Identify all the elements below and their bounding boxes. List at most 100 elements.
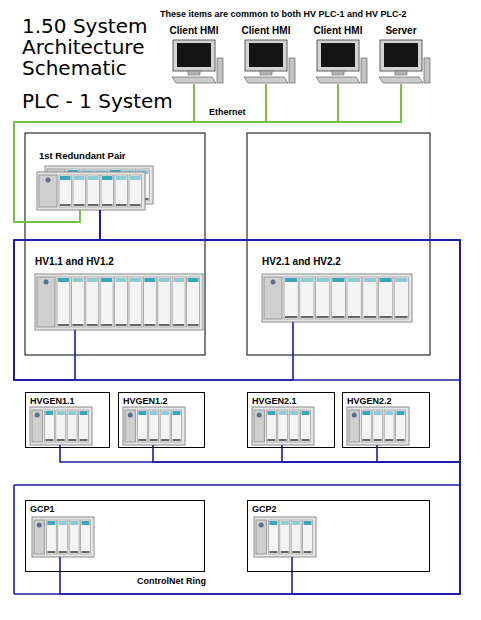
node-label: Client HMI [309, 25, 367, 37]
io-module [149, 410, 159, 442]
monitor-stand [395, 71, 407, 75]
io-module [331, 277, 345, 319]
io-module [129, 175, 142, 207]
io-module [363, 277, 377, 319]
module-indicator [88, 176, 99, 180]
controlnet-drop [59, 557, 61, 572]
chassis-logo [44, 280, 49, 285]
module-indicator [150, 411, 158, 415]
keyboard [172, 77, 216, 83]
module-foot [68, 439, 76, 441]
io-module [160, 410, 170, 442]
module-indicator [385, 411, 393, 415]
ethernet-link [14, 84, 194, 222]
io-rack-box: GCP1 [25, 500, 205, 572]
node-label: HVGEN1.2 [123, 396, 200, 406]
node-label: HVGEN2.2 [347, 396, 425, 406]
chassis-frame [35, 274, 203, 330]
monitor-bezel [245, 40, 287, 71]
module-indicator [395, 278, 407, 282]
node-label: HV2.1 and HV2.2 [262, 256, 413, 268]
chassis-logo [271, 280, 276, 285]
power-supply [264, 277, 282, 319]
module-indicator [87, 278, 98, 282]
module-foot [82, 551, 90, 553]
module-indicator [285, 278, 297, 282]
module-indicator [80, 411, 88, 415]
chassis-logo [128, 413, 133, 418]
chassis-logo [257, 413, 262, 418]
module-foot [101, 324, 112, 326]
module-foot [290, 439, 298, 441]
io-module [394, 277, 408, 319]
chassis-frame [123, 407, 185, 445]
module-foot [116, 324, 127, 326]
pc-tower [361, 58, 367, 83]
module-foot [57, 439, 65, 441]
module-foot [47, 551, 55, 553]
node-label: Client HMI [165, 25, 223, 37]
chassis-frame [30, 407, 92, 445]
module-indicator [72, 278, 83, 282]
module-indicator [159, 278, 170, 282]
module-indicator [267, 411, 275, 415]
ethernet-link [14, 84, 338, 222]
io-module [303, 520, 313, 554]
io-rack-box: HVGEN2.1 [247, 392, 335, 448]
computer-node: Client HMI [235, 24, 297, 84]
chassis-frame [254, 517, 316, 557]
chassis-logo [352, 413, 357, 418]
controlnet-ring [13, 485, 15, 594]
io-module [280, 520, 290, 554]
module-indicator [116, 176, 127, 180]
io-module [266, 410, 276, 442]
plc-chassis-node: HV1.1 and HV1.2 [33, 255, 205, 330]
computer-icon [172, 40, 223, 83]
io-module [115, 175, 128, 207]
module-foot [130, 324, 141, 326]
monitor-stand [188, 71, 200, 75]
module-indicator [279, 411, 287, 415]
power-supply [34, 520, 44, 554]
monitor-bezel [380, 40, 422, 71]
module-foot [304, 551, 312, 553]
controlnet-link [100, 210, 460, 462]
module-foot [292, 551, 300, 553]
node-label: HVGEN1.1 [30, 396, 105, 406]
module-foot [348, 316, 360, 318]
plc-chassis [262, 274, 412, 322]
chassis-logo [259, 523, 264, 528]
node-label: HV1.1 and HV1.2 [35, 256, 203, 268]
node-label: 1st Redundant Pair [39, 151, 155, 162]
io-module [115, 277, 128, 327]
io-module [158, 277, 171, 327]
module-foot [380, 316, 392, 318]
module-foot [159, 324, 170, 326]
module-foot [279, 439, 287, 441]
module-indicator [144, 278, 155, 282]
module-foot [302, 439, 310, 441]
plc-chassis [35, 274, 203, 330]
plc-chassis-node: 1st Redundant Pair [37, 150, 157, 210]
chassis-logo [35, 413, 40, 418]
module-indicator [292, 521, 300, 525]
io-module [56, 410, 66, 442]
monitor-stand [332, 71, 344, 75]
module-indicator [301, 278, 313, 282]
module-foot [150, 439, 158, 441]
system-subtitle: PLC - 1 System [22, 89, 173, 113]
node-label: Client HMI [237, 25, 295, 37]
module-indicator [45, 411, 53, 415]
module-indicator [68, 411, 76, 415]
io-module [129, 277, 142, 327]
keyboard [244, 77, 288, 83]
network-label: Ethernet [207, 107, 248, 117]
module-foot [281, 551, 289, 553]
power-supply [125, 410, 135, 442]
io-module [172, 410, 182, 442]
module-indicator [138, 411, 146, 415]
module-foot [88, 204, 99, 206]
plc-chassis [254, 517, 316, 557]
node-label: HVGEN2.1 [252, 396, 330, 406]
module-indicator [364, 278, 376, 282]
